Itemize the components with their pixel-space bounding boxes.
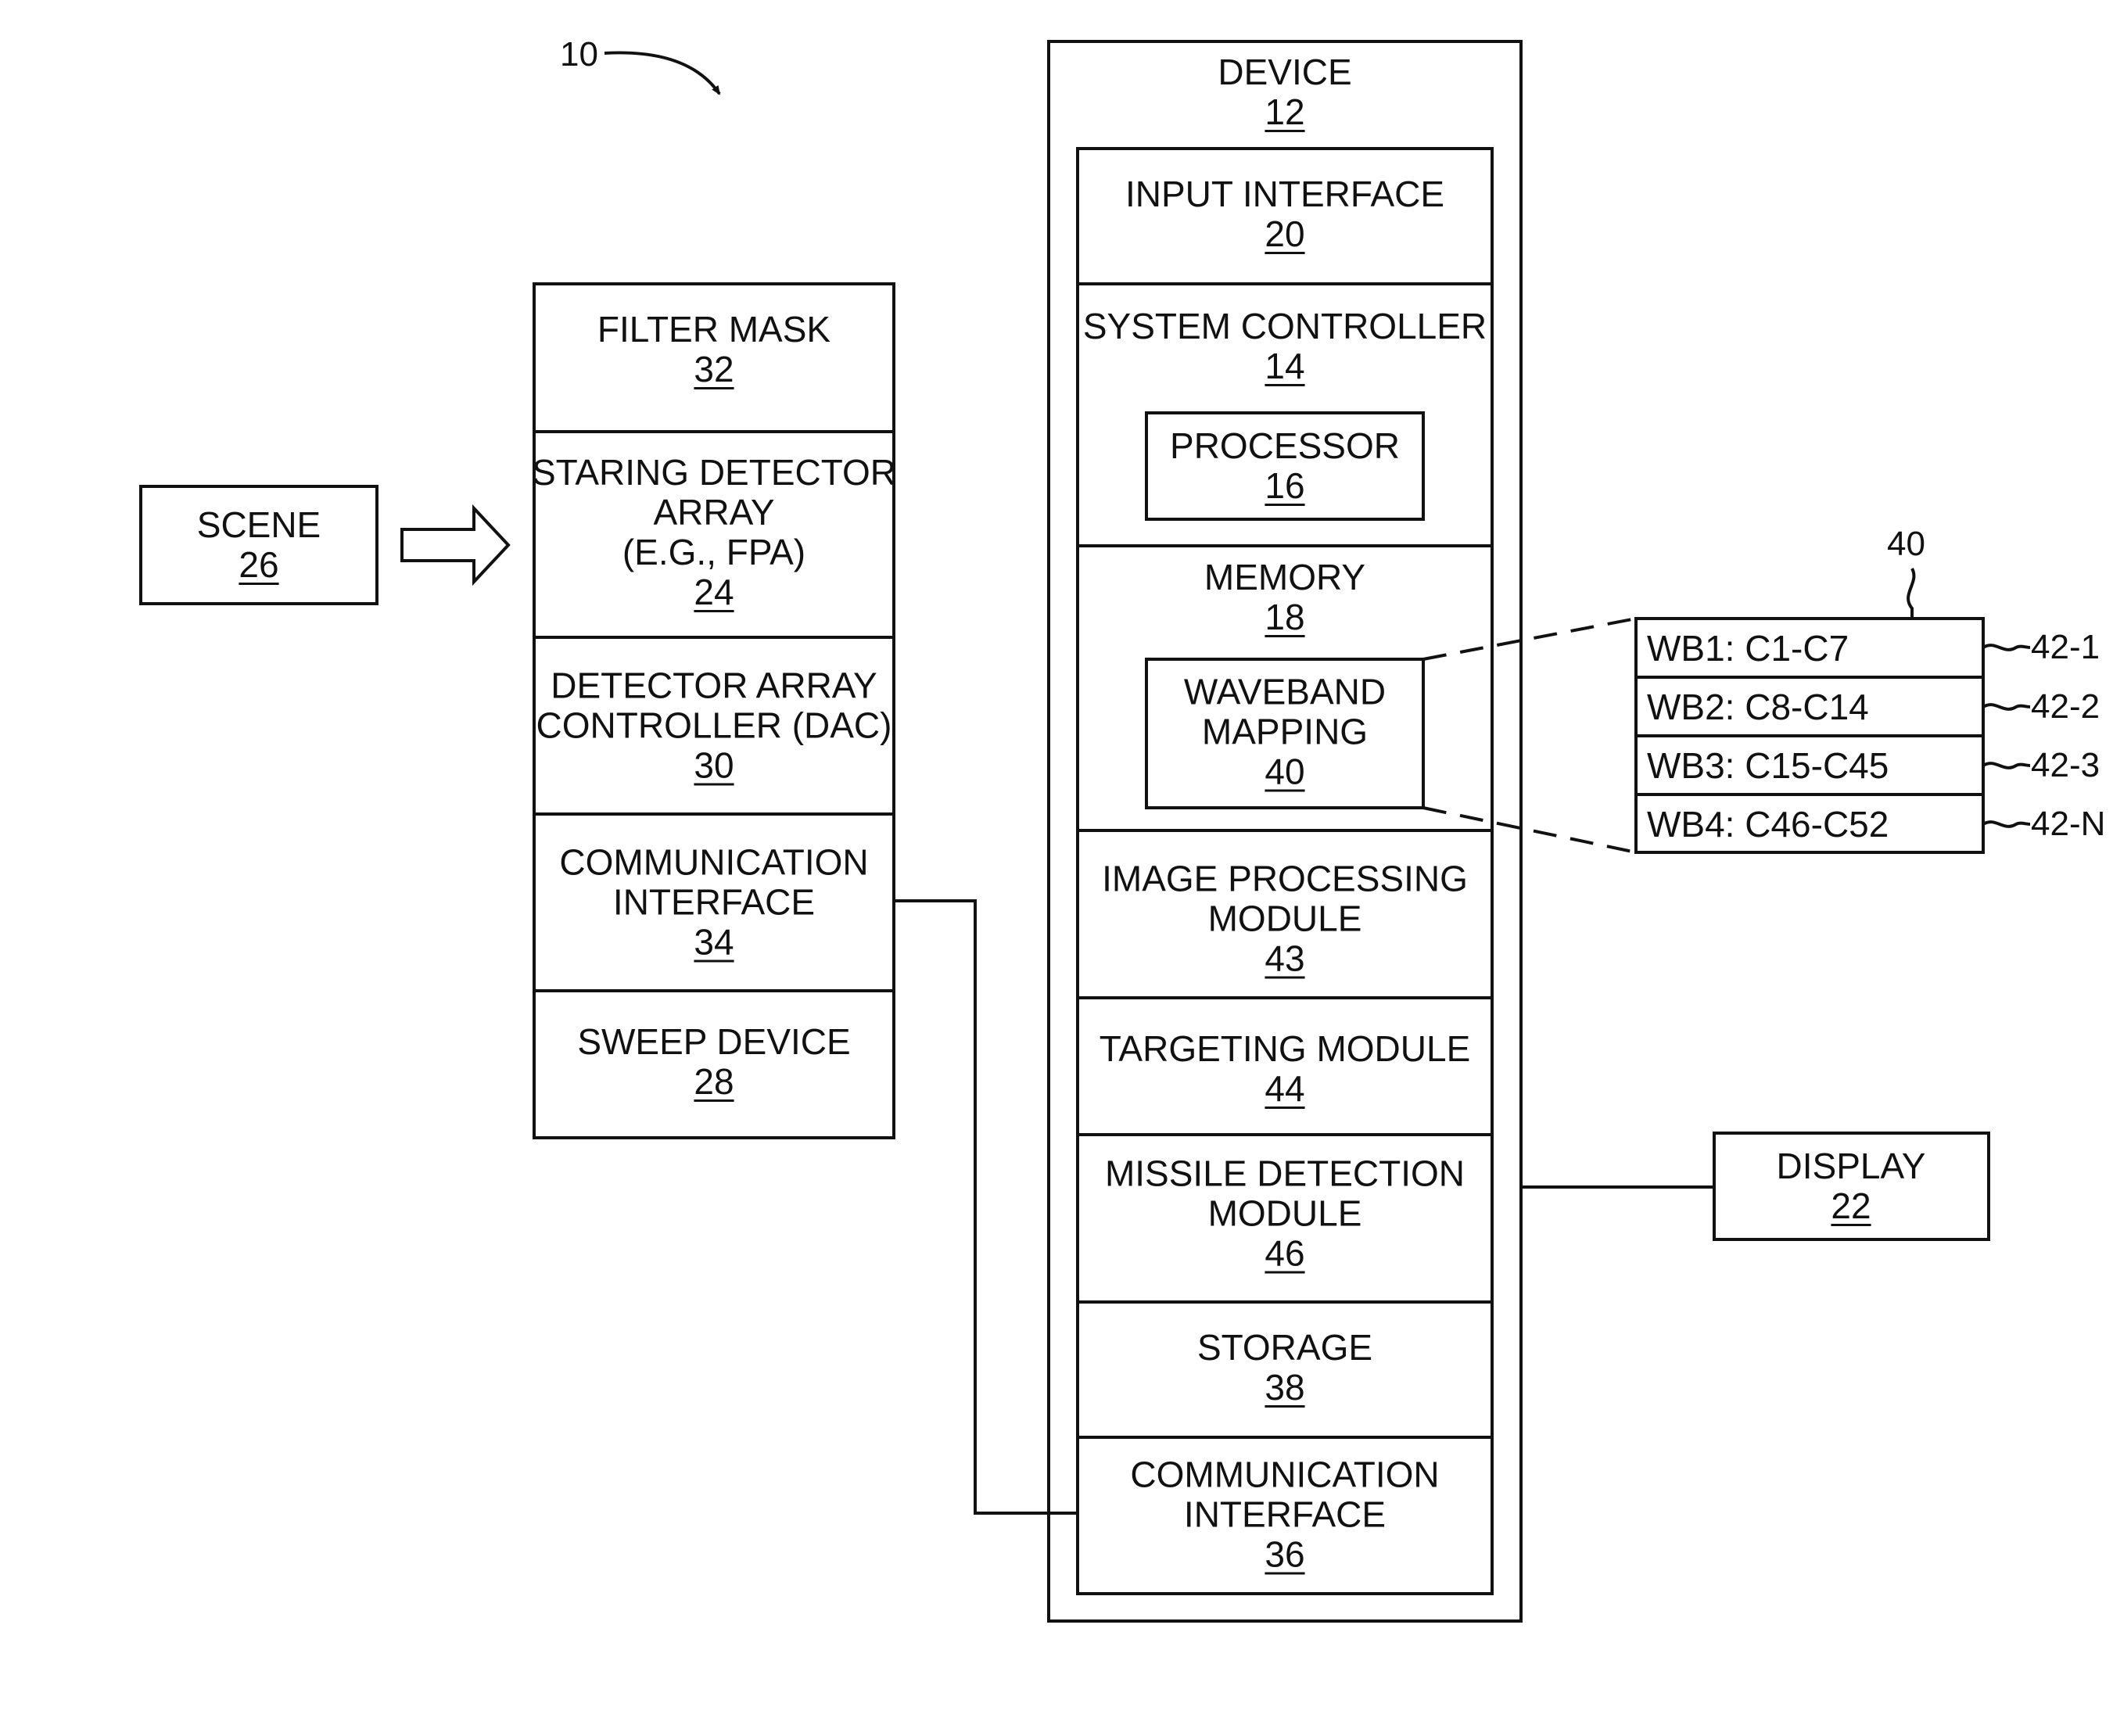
- row-leader-2: [1983, 705, 2030, 709]
- mapping-row-2-ref: 42-2: [2031, 687, 2100, 726]
- sensor-comm-label: COMMUNICATION INTERFACE 34: [559, 843, 868, 963]
- waveband-mapping-num: 40: [1265, 752, 1304, 792]
- figure-ref-label: 10: [560, 35, 598, 74]
- sweep-device-num: 28: [694, 1062, 734, 1102]
- staring-detector-num: 24: [694, 572, 734, 612]
- missile-detection-num: 46: [1265, 1234, 1304, 1274]
- waveband-mapping-line1: WAVEBAND: [1184, 673, 1386, 712]
- dac-line2: CONTROLLER (DAC): [536, 706, 892, 746]
- staring-detector-label: STARING DETECTOR ARRAY (E.G., FPA) 24: [532, 453, 896, 612]
- image-processing-line1: IMAGE PROCESSING: [1102, 859, 1468, 899]
- display-num: 22: [1831, 1186, 1871, 1226]
- input-interface-label: INPUT INTERFACE 20: [1125, 174, 1444, 254]
- dac-line1: DETECTOR ARRAY: [536, 666, 892, 706]
- device-label: DEVICE 12: [1218, 52, 1351, 132]
- sweep-device-label: SWEEP DEVICE 28: [577, 1022, 850, 1102]
- mapping-row-3-ref: 42-3: [2031, 746, 2100, 785]
- filter-mask-num: 32: [694, 350, 734, 389]
- mapping-table-ref: 40: [1887, 525, 1925, 564]
- scene-label: SCENE 26: [197, 505, 321, 585]
- expansion-line-top: [1423, 619, 1636, 659]
- device-comm-num: 36: [1265, 1535, 1304, 1575]
- targeting-module-title: TARGETING MODULE: [1100, 1029, 1471, 1069]
- mapping-row-3: WB3: C15-C45: [1647, 744, 1889, 787]
- mapping-row-1-ref: 42-1: [2031, 628, 2100, 667]
- row-leader-1: [1983, 645, 2030, 650]
- mapping-row-4: WB4: C46-C52: [1647, 803, 1889, 845]
- device-comm-label: COMMUNICATION INTERFACE 36: [1130, 1455, 1439, 1575]
- mapping-row-1: WB1: C1-C7: [1647, 627, 1849, 669]
- processor-num: 16: [1265, 466, 1304, 506]
- storage-num: 38: [1265, 1368, 1304, 1408]
- processor-title: PROCESSOR: [1170, 426, 1400, 466]
- sweep-device-title: SWEEP DEVICE: [577, 1022, 850, 1062]
- staring-detector-line3: (E.G., FPA): [532, 533, 896, 572]
- device-comm-line2: INTERFACE: [1130, 1495, 1439, 1535]
- image-processing-line2: MODULE: [1102, 899, 1468, 939]
- figure-ref-arrow: [604, 52, 719, 94]
- system-controller-label: SYSTEM CONTROLLER 14: [1083, 307, 1487, 386]
- memory-label: MEMORY 18: [1204, 558, 1365, 637]
- row-leader-3: [1983, 763, 2030, 768]
- scene-title: SCENE: [197, 505, 321, 545]
- targeting-module-num: 44: [1265, 1069, 1304, 1109]
- scene-num: 26: [239, 545, 278, 585]
- device-comm-line1: COMMUNICATION: [1130, 1455, 1439, 1495]
- storage-title: STORAGE: [1197, 1328, 1372, 1368]
- missile-detection-label: MISSILE DETECTION MODULE 46: [1105, 1154, 1465, 1274]
- image-processing-label: IMAGE PROCESSING MODULE 43: [1102, 859, 1468, 979]
- display-label: DISPLAY 22: [1777, 1146, 1926, 1226]
- storage-label: STORAGE 38: [1197, 1328, 1372, 1408]
- mapping-row-4-ref: 42-N: [2031, 805, 2105, 844]
- sensor-comm-line2: INTERFACE: [559, 883, 868, 923]
- image-processing-num: 43: [1265, 939, 1304, 979]
- staring-detector-line1: STARING DETECTOR: [532, 453, 896, 493]
- scene-to-sensor-arrow: [402, 508, 508, 582]
- filter-mask-label: FILTER MASK 32: [597, 310, 830, 389]
- missile-detection-line1: MISSILE DETECTION: [1105, 1154, 1465, 1194]
- memory-num: 18: [1265, 597, 1304, 637]
- staring-detector-line2: ARRAY: [532, 493, 896, 533]
- processor-label: PROCESSOR 16: [1170, 426, 1400, 506]
- device-num: 12: [1265, 92, 1304, 132]
- row-leader-4: [1983, 822, 2030, 827]
- system-controller-num: 14: [1265, 346, 1304, 386]
- missile-detection-line2: MODULE: [1105, 1194, 1465, 1234]
- dac-num: 30: [694, 746, 734, 786]
- system-controller-title: SYSTEM CONTROLLER: [1083, 307, 1487, 346]
- input-interface-num: 20: [1265, 214, 1304, 254]
- memory-title: MEMORY: [1204, 558, 1365, 597]
- display-title: DISPLAY: [1777, 1146, 1926, 1186]
- sensor-comm-num: 34: [694, 923, 734, 963]
- dac-label: DETECTOR ARRAY CONTROLLER (DAC) 30: [536, 666, 892, 786]
- device-title: DEVICE: [1218, 52, 1351, 92]
- targeting-module-label: TARGETING MODULE 44: [1100, 1029, 1471, 1109]
- waveband-mapping-label: WAVEBAND MAPPING 40: [1184, 673, 1386, 792]
- input-interface-title: INPUT INTERFACE: [1125, 174, 1444, 214]
- sensor-comm-line1: COMMUNICATION: [559, 843, 868, 883]
- mapping-row-2: WB2: C8-C14: [1647, 686, 1869, 728]
- waveband-mapping-line2: MAPPING: [1184, 712, 1386, 752]
- filter-mask-title: FILTER MASK: [597, 310, 830, 350]
- mapping-table-leader: [1908, 569, 1914, 619]
